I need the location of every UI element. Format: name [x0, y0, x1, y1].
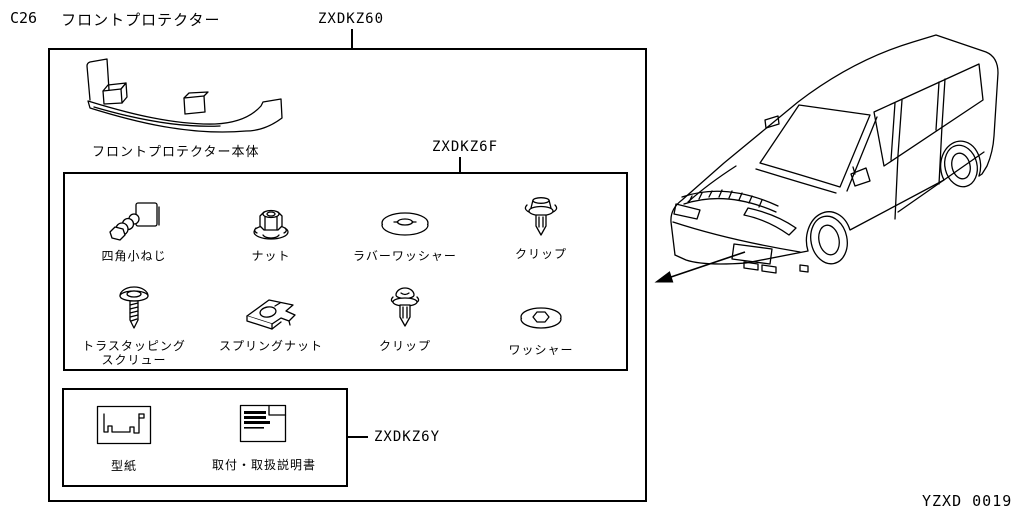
- part-label: クリップ: [378, 339, 431, 353]
- page-title: C26 フロントプロテクター: [10, 9, 221, 30]
- front-protector-drawing: [86, 58, 283, 133]
- part-label: ナット: [251, 249, 291, 263]
- part-square-machine-screw: 四角小ねじ: [66, 198, 202, 263]
- part-push-clip-2: クリップ: [337, 287, 473, 353]
- square-machine-screw-icon: [106, 198, 162, 244]
- doc-label: 型紙: [110, 459, 137, 473]
- part-spring-nut: スプリングナット: [203, 288, 339, 353]
- part-truss-tapping-screw: トラスタッピングスクリュー: [66, 286, 202, 367]
- kit-box: [48, 48, 647, 502]
- kit-code-label: ZXDKZ60: [318, 11, 385, 27]
- part-label: スプリングナット: [218, 339, 323, 353]
- vehicle-illustration: [654, 34, 999, 283]
- kit-code-leader-line: [351, 29, 353, 48]
- documents-box: [62, 388, 348, 487]
- push-clip-icon: [513, 196, 569, 242]
- part-push-clip: クリップ: [473, 196, 609, 261]
- template-sheet-icon: [96, 405, 152, 445]
- part-rubber-washer: ラバーワッシャー: [337, 198, 473, 263]
- model-code: C26: [10, 9, 38, 27]
- hardware-box: [63, 172, 628, 371]
- truss-tapping-screw-icon: [106, 286, 162, 334]
- part-label: ラバーワッシャー: [353, 249, 457, 263]
- page-title-text: フロントプロテクター: [61, 11, 221, 29]
- hardware-code-leader-line: [459, 157, 461, 172]
- main-part-label: フロントプロテクター本体: [92, 145, 260, 160]
- spring-nut-icon: [241, 288, 301, 334]
- part-washer: ワッシャー: [473, 292, 609, 357]
- part-label: 四角小ねじ: [101, 249, 167, 263]
- part-label: ワッシャー: [508, 343, 574, 357]
- flange-nut-icon: [243, 198, 299, 244]
- location-arrow: [654, 251, 746, 283]
- documents-code-label: ZXDKZ6Y: [374, 429, 441, 445]
- hardware-code-label: ZXDKZ6F: [432, 139, 499, 155]
- documents-code-connector-line: [348, 436, 368, 438]
- sheet-number: YZXD 0019: [922, 492, 1013, 510]
- washer-icon: [513, 292, 569, 338]
- rubber-washer-icon: [377, 198, 433, 244]
- doc-template-sheet: 型紙: [96, 405, 152, 474]
- doc-label: 取付・取扱説明書: [212, 458, 317, 472]
- instruction-manual-icon: [239, 404, 287, 443]
- part-label: クリップ: [514, 247, 567, 261]
- part-label: トラスタッピングスクリュー: [82, 339, 186, 367]
- doc-instruction-manual: 取付・取扱説明書: [212, 404, 316, 473]
- part-flange-nut: ナット: [203, 198, 339, 263]
- push-clip-icon: [377, 287, 433, 334]
